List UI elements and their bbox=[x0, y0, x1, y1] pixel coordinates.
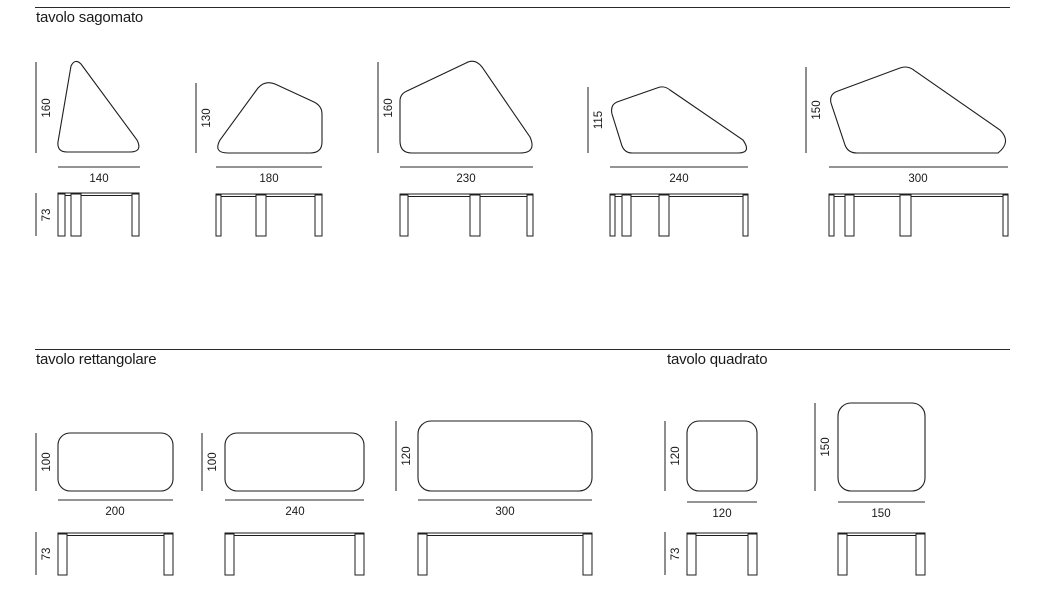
table-side-view bbox=[837, 532, 926, 576]
depth-label: 120 bbox=[401, 446, 413, 465]
section-rule-top bbox=[35, 7, 1010, 8]
table-rettangolare-2: 100 240 bbox=[201, 432, 365, 576]
table-top-plan bbox=[837, 402, 926, 492]
table-top-plan bbox=[399, 60, 533, 154]
table-side-view bbox=[609, 193, 749, 237]
height-label: 73 bbox=[41, 209, 53, 222]
width-label: 140 bbox=[89, 173, 108, 185]
table-sagomato-5: 150 300 bbox=[805, 66, 1009, 237]
depth-label: 150 bbox=[811, 100, 823, 119]
width-label: 240 bbox=[669, 173, 688, 185]
height-label: 73 bbox=[670, 548, 682, 561]
height-label: 73 bbox=[41, 548, 53, 561]
table-side-view bbox=[57, 192, 140, 237]
section-rule-bottom bbox=[35, 349, 1010, 350]
table-sagomato-2: 130 180 bbox=[195, 82, 323, 237]
table-side-view bbox=[417, 532, 593, 576]
section-title-quadrato: tavolo quadrato bbox=[667, 351, 768, 368]
table-top-plan bbox=[57, 60, 140, 153]
table-rettangolare-3: 120 300 bbox=[395, 420, 593, 576]
table-sagomato-3: 160 230 bbox=[377, 60, 534, 237]
width-label: 120 bbox=[712, 508, 731, 520]
depth-label: 100 bbox=[207, 452, 219, 471]
table-side-view bbox=[215, 193, 323, 237]
table-top-plan bbox=[217, 82, 323, 154]
table-top-plan bbox=[686, 420, 758, 492]
width-label: 300 bbox=[908, 173, 927, 185]
table-quadrato-1: 120 120 73 bbox=[664, 420, 758, 576]
table-top-plan bbox=[57, 432, 174, 492]
depth-label: 160 bbox=[41, 98, 53, 117]
section-title-sagomato: tavolo sagomato bbox=[36, 9, 144, 26]
table-sagomato-1: 160 140 73 bbox=[35, 60, 140, 237]
depth-label: 120 bbox=[670, 446, 682, 465]
table-quadrato-2: 150 150 bbox=[814, 402, 926, 576]
depth-label: 100 bbox=[41, 452, 53, 471]
table-side-view bbox=[57, 532, 174, 576]
table-top-plan bbox=[611, 86, 748, 154]
width-label: 300 bbox=[495, 506, 514, 518]
width-label: 150 bbox=[871, 508, 890, 520]
depth-label: 150 bbox=[820, 437, 832, 456]
depth-label: 115 bbox=[593, 111, 605, 129]
table-side-view bbox=[686, 532, 758, 576]
table-side-view bbox=[224, 532, 365, 576]
width-label: 180 bbox=[259, 173, 278, 185]
table-top-plan bbox=[417, 420, 593, 492]
table-rettangolare-1: 100 200 73 bbox=[35, 432, 174, 576]
width-label: 230 bbox=[456, 173, 475, 185]
table-sagomato-4: 115 240 bbox=[587, 86, 749, 237]
depth-label: 160 bbox=[383, 98, 395, 117]
depth-label: 130 bbox=[201, 108, 213, 127]
width-label: 240 bbox=[285, 506, 304, 518]
table-side-view bbox=[399, 193, 534, 237]
section-title-rettangolare: tavolo rettangolare bbox=[36, 351, 157, 368]
table-side-view bbox=[828, 193, 1009, 237]
table-top-plan bbox=[830, 66, 1007, 154]
table-top-plan bbox=[224, 432, 365, 492]
width-label: 200 bbox=[105, 506, 124, 518]
